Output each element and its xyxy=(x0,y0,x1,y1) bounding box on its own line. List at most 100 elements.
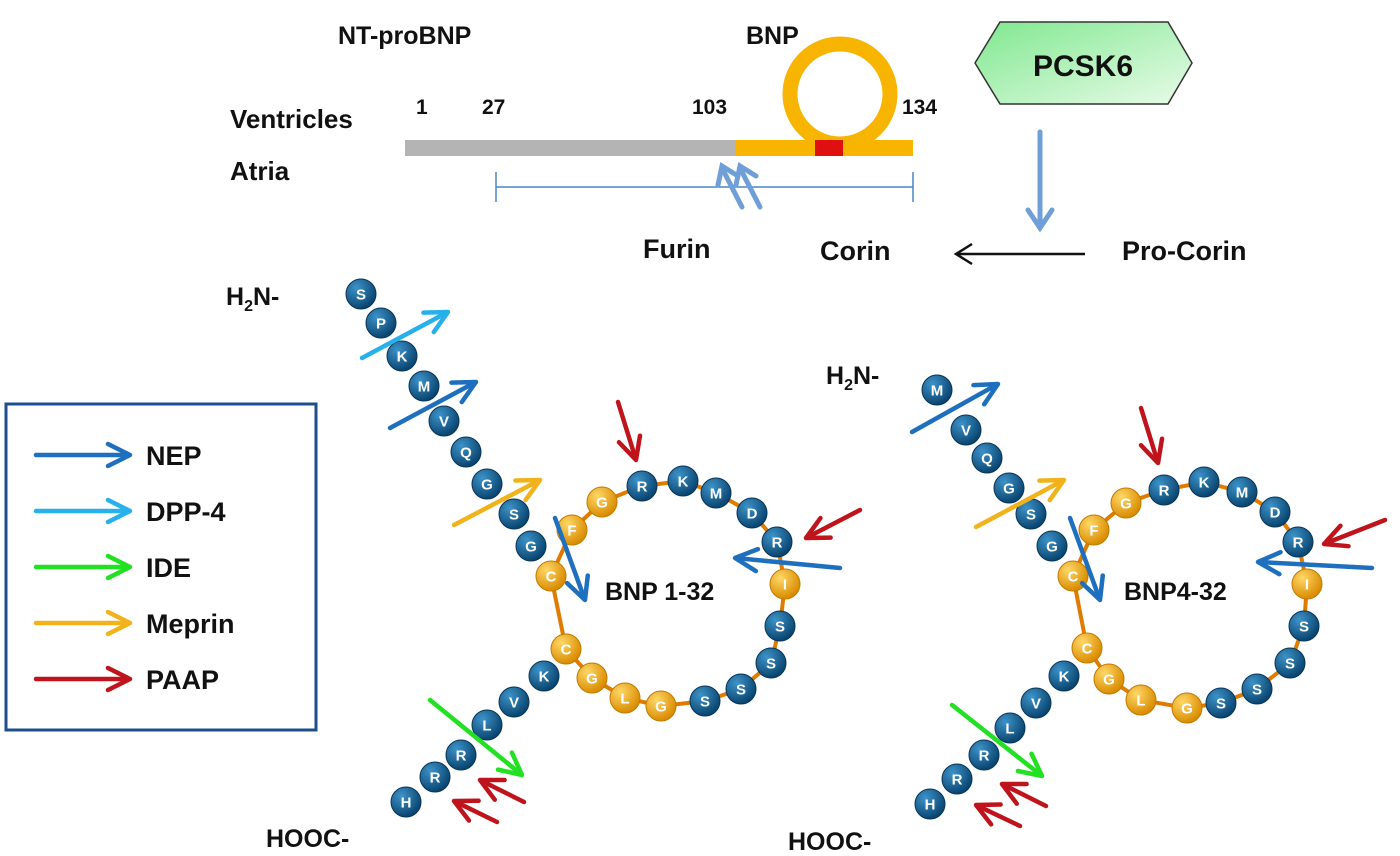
svg-text:S: S xyxy=(766,656,776,673)
svg-text:Q: Q xyxy=(981,451,993,468)
residue-s-1: S xyxy=(345,278,377,310)
residue-g-6: G xyxy=(1036,530,1068,562)
nep-cleavage-arrow-13 xyxy=(1067,515,1106,603)
atria-label: Atria xyxy=(230,156,290,186)
svg-text:L: L xyxy=(1136,693,1145,710)
nep-cleavage-arrow-4 xyxy=(552,515,591,603)
left-center-label: BNP 1-32 xyxy=(605,578,714,606)
svg-text:G: G xyxy=(1181,701,1193,718)
pro-corin-to-corin-arrow xyxy=(953,242,1085,266)
svg-text:S: S xyxy=(1026,507,1036,524)
residue-s-8: S xyxy=(498,498,530,530)
residue-g-23: G xyxy=(645,690,677,722)
residue-v-5: V xyxy=(428,405,460,437)
svg-text:S: S xyxy=(700,694,710,711)
svg-text:S: S xyxy=(736,682,746,699)
residue-s-16: S xyxy=(1288,610,1320,642)
svg-text:M: M xyxy=(931,383,944,400)
pro-corin-label: Pro-Corin xyxy=(1122,236,1247,266)
paap-cleavage-arrow-16 xyxy=(1321,517,1388,549)
svg-text:H: H xyxy=(925,797,936,814)
residue-s-19: S xyxy=(764,610,796,642)
furin-label: Furin xyxy=(643,234,711,264)
ide-cleavage-arrow-8 xyxy=(427,697,525,778)
svg-text:M: M xyxy=(710,486,723,503)
residue-g-25: G xyxy=(576,662,608,694)
nt-probnp-bar xyxy=(405,140,737,156)
legend-label-paap: PAAP xyxy=(146,665,219,695)
residue-f-8: F xyxy=(1078,514,1110,546)
bnp-label: BNP xyxy=(746,22,799,50)
meprin-cleavage-arrow-12 xyxy=(973,477,1067,530)
residue-r-13: R xyxy=(626,470,658,502)
residue-m-1: M xyxy=(921,374,953,406)
svg-text:L: L xyxy=(620,691,629,708)
svg-text:G: G xyxy=(596,495,608,512)
svg-text:K: K xyxy=(539,669,550,686)
corin-label: Corin xyxy=(820,236,891,266)
svg-text:R: R xyxy=(637,479,648,496)
svg-text:K: K xyxy=(1059,669,1070,686)
svg-text:S: S xyxy=(1252,682,1262,699)
svg-text:G: G xyxy=(586,671,598,688)
svg-text:C: C xyxy=(1082,641,1093,658)
residue-g-4: G xyxy=(993,472,1025,504)
svg-text:D: D xyxy=(1270,505,1281,522)
position-27: 27 xyxy=(482,96,505,119)
svg-text:G: G xyxy=(1103,672,1115,689)
svg-text:C: C xyxy=(561,642,572,659)
residue-r-14: R xyxy=(1282,526,1314,558)
svg-text:M: M xyxy=(1236,485,1249,502)
ventricles-label: Ventricles xyxy=(230,104,353,134)
residue-l-29: L xyxy=(471,709,503,741)
legend-label-ide: IDE xyxy=(146,553,191,583)
svg-text:R: R xyxy=(456,748,467,765)
residue-c-26: C xyxy=(550,633,582,665)
residue-k-11: K xyxy=(1188,466,1220,498)
residue-l-21: L xyxy=(1125,684,1157,716)
residue-l-24: L xyxy=(609,682,641,714)
svg-text:R: R xyxy=(1159,483,1170,500)
svg-text:V: V xyxy=(1031,696,1041,713)
residue-g-7: G xyxy=(471,468,503,500)
residue-s-18: S xyxy=(1241,673,1273,705)
residue-k-24: K xyxy=(1048,660,1080,692)
residue-s-19: S xyxy=(1205,687,1237,719)
svg-text:R: R xyxy=(979,748,990,765)
legend-label-meprin: Meprin xyxy=(146,609,235,639)
svg-text:S: S xyxy=(356,287,366,304)
svg-text:V: V xyxy=(961,423,971,440)
legend-label-nep: NEP xyxy=(146,441,202,471)
svg-text:Q: Q xyxy=(460,445,472,462)
svg-text:L: L xyxy=(1005,721,1014,738)
left-h2n-label: H2N- xyxy=(226,283,279,315)
pcsk6-label: PCSK6 xyxy=(1033,50,1133,83)
residue-g-22: G xyxy=(1093,663,1125,695)
svg-text:S: S xyxy=(775,619,785,636)
residue-r-28: R xyxy=(941,763,973,795)
svg-text:V: V xyxy=(509,695,519,712)
residue-q-3: Q xyxy=(971,442,1003,474)
residue-c-23: C xyxy=(1071,632,1103,664)
residue-r-30: R xyxy=(445,739,477,771)
residue-m-15: M xyxy=(700,477,732,509)
svg-text:G: G xyxy=(1120,496,1132,513)
left-hooc-label: HOOC- xyxy=(266,825,349,853)
position-1: 1 xyxy=(416,96,428,119)
residue-r-27: R xyxy=(968,739,1000,771)
bnp-ring-loop xyxy=(782,36,898,152)
residue-q-6: Q xyxy=(450,436,482,468)
svg-text:S: S xyxy=(1299,619,1309,636)
svg-text:D: D xyxy=(747,506,758,523)
svg-text:K: K xyxy=(678,474,689,491)
residue-s-17: S xyxy=(1274,647,1306,679)
residue-r-10: R xyxy=(1148,474,1180,506)
paap-cleavage-arrow-6 xyxy=(615,399,643,463)
svg-text:C: C xyxy=(1068,569,1079,586)
svg-text:R: R xyxy=(952,772,963,789)
svg-text:R: R xyxy=(430,770,441,787)
svg-text:F: F xyxy=(1089,523,1098,540)
svg-text:H: H xyxy=(401,795,412,812)
